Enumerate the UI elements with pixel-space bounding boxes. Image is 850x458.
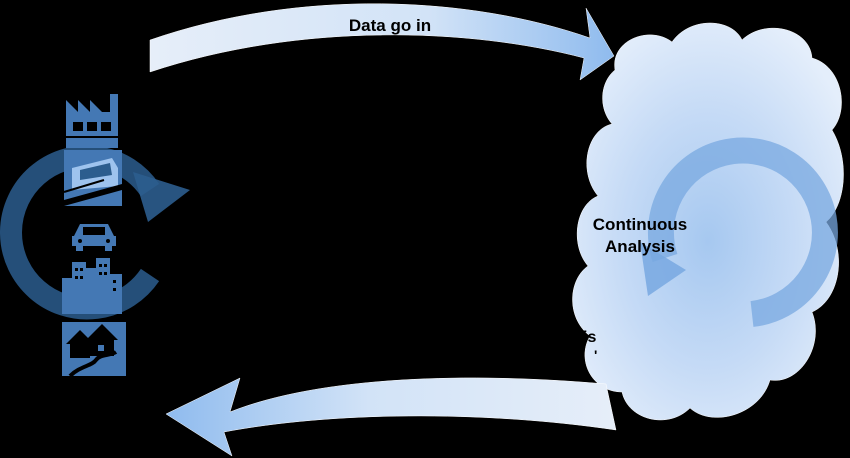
cloud-label-line-2: Analysis [605,237,675,256]
control-out-label: Control comes out [315,423,466,442]
left-cycle-fragment-2: erat [144,233,174,250]
data-in-label: Data go in [349,16,431,35]
right-fragment-line-2: ' [594,347,597,363]
data-in-arrow: Data go in [149,3,615,81]
cloud-cycle-ring [648,137,838,327]
car-icon [72,224,116,251]
right-fragment: is ' [583,329,597,363]
left-cycle-arrowhead [133,172,190,222]
control-out-arrow-shape [165,377,617,457]
houses-road-icon [62,322,126,378]
factory-icon [66,94,118,148]
data-in-arrow-shape [149,3,615,81]
analysis-cloud: Continuous Analysis [572,22,844,421]
control-out-arrow: Control comes out [165,377,617,457]
train-icon [63,150,122,206]
left-cycle-fragment-1: t [170,203,175,220]
cloud-cycle-arrowhead [640,242,686,296]
city-buildings-icon [62,258,122,314]
right-fragment-line-1: is [583,329,596,346]
cloud-label-line-1: Continuous [593,215,687,234]
